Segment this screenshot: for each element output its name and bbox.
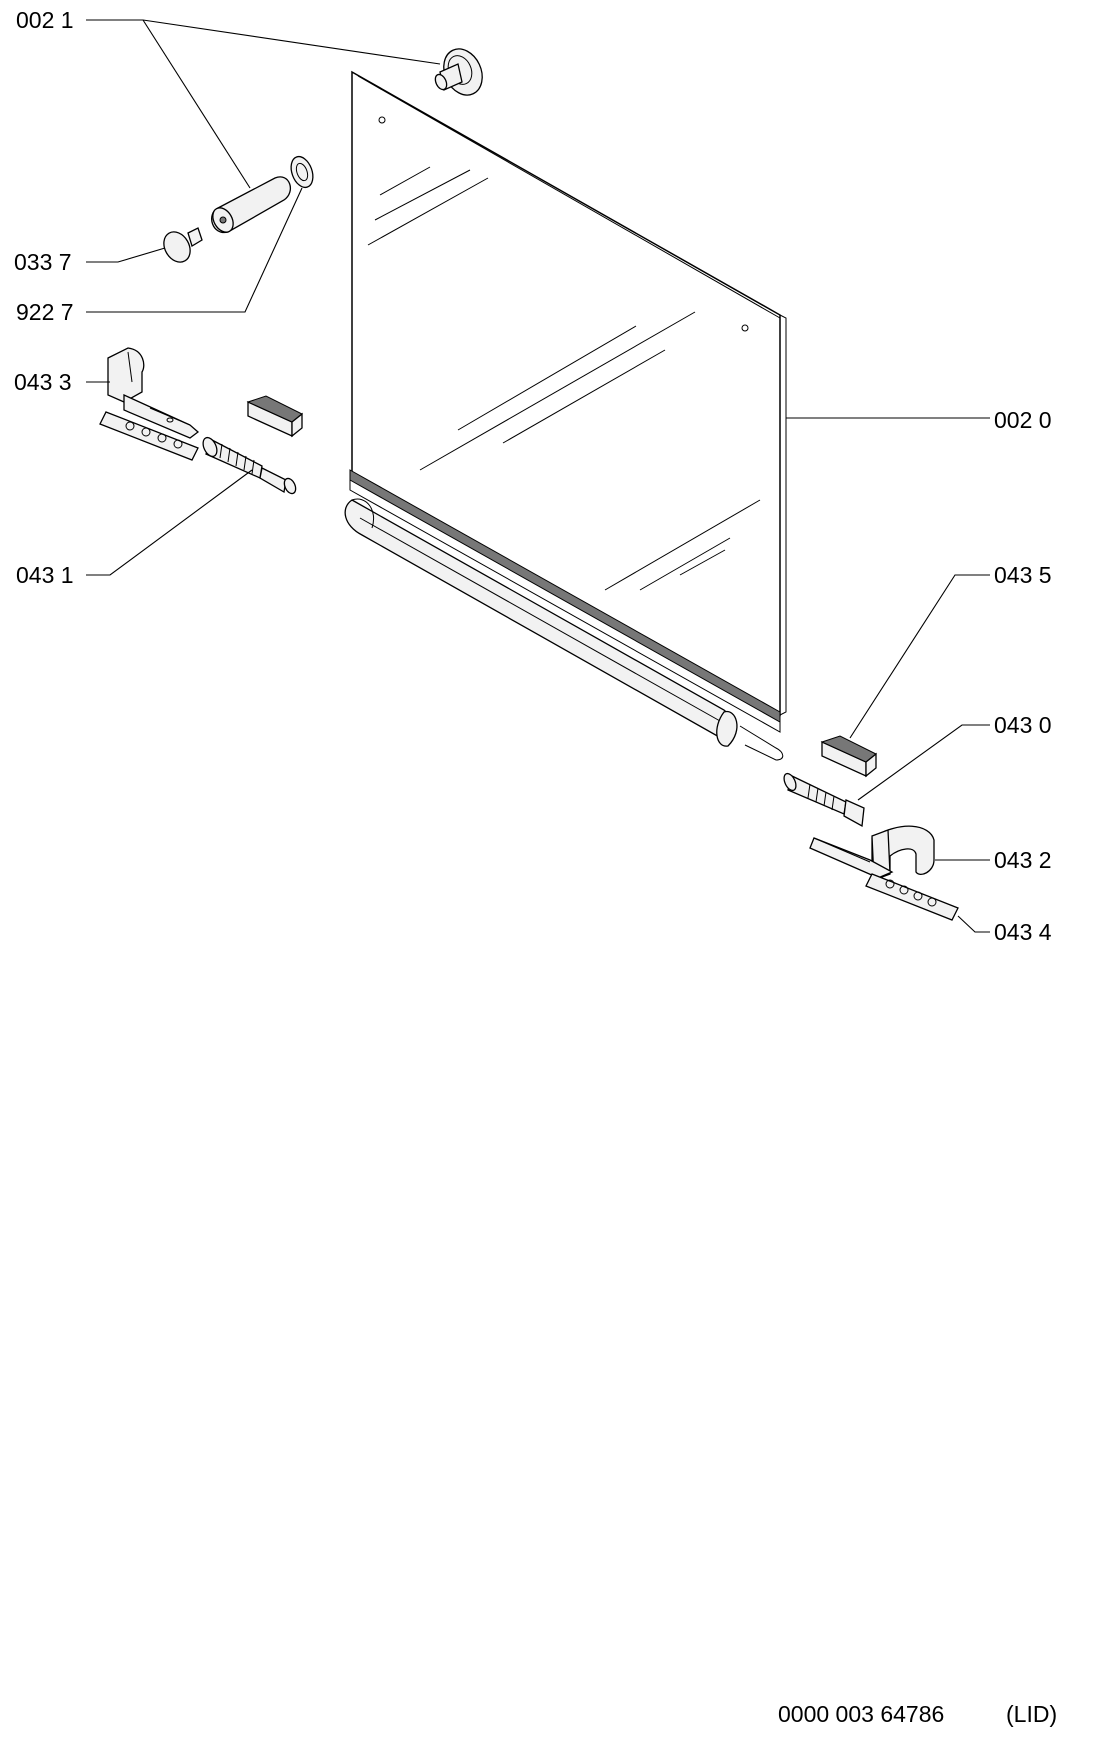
spring-bolt-right bbox=[783, 772, 865, 828]
callout-0020: 002 0 bbox=[994, 407, 1052, 433]
leader-0430 bbox=[857, 724, 990, 801]
washer-ring bbox=[290, 155, 314, 189]
callout-0432: 043 2 bbox=[994, 847, 1052, 873]
callout-0433: 043 3 bbox=[14, 369, 72, 395]
callout-0337: 033 7 bbox=[14, 249, 72, 275]
damper-block-left bbox=[246, 395, 303, 438]
callout-0431: 043 1 bbox=[16, 562, 74, 588]
callout-0434: 043 4 bbox=[994, 919, 1052, 945]
leader-0434 bbox=[957, 915, 990, 933]
slotted-plate-right bbox=[865, 873, 959, 921]
callout-0435: 043 5 bbox=[994, 562, 1052, 588]
leader-9227 bbox=[86, 187, 303, 313]
glass-lid-panel bbox=[344, 70, 787, 761]
cap-knob bbox=[163, 227, 203, 263]
knob-top bbox=[434, 48, 483, 96]
slotted-plate-left bbox=[99, 411, 199, 461]
cylinder-spacer bbox=[211, 176, 292, 234]
leader-0431 bbox=[86, 469, 253, 576]
drawing-tag: (LID) bbox=[1006, 1701, 1057, 1727]
callout-0430: 043 0 bbox=[994, 712, 1052, 738]
hinge-bracket-right bbox=[809, 825, 935, 881]
callout-0021: 002 1 bbox=[16, 7, 74, 33]
leader-0435 bbox=[849, 574, 990, 739]
damper-block-right bbox=[820, 735, 877, 778]
hinge-bracket-left bbox=[107, 347, 200, 439]
spring-bolt-left bbox=[202, 436, 297, 495]
drawing-code: 0000 003 64786 bbox=[778, 1701, 944, 1727]
callout-9227: 922 7 bbox=[16, 299, 74, 325]
leader-0337 bbox=[86, 247, 166, 263]
